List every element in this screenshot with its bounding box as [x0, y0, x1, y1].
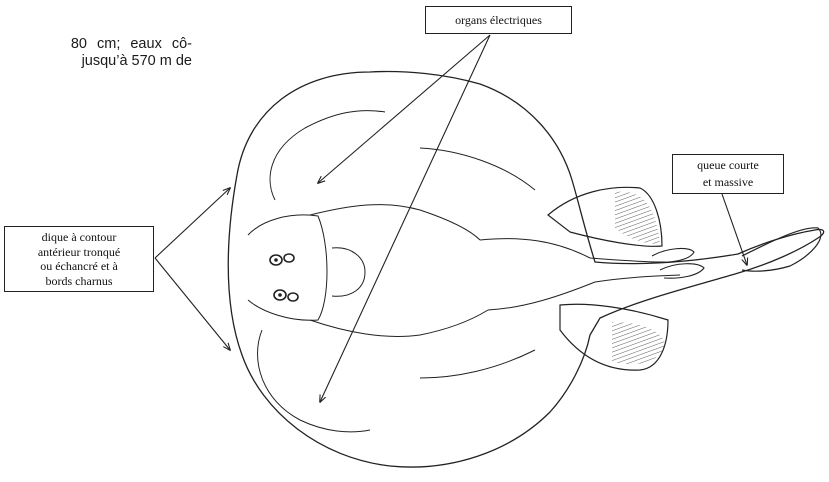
- right-lobe-upper: [420, 148, 535, 190]
- disc-outline: [228, 72, 823, 468]
- pectoral-girdle: [332, 248, 365, 296]
- right-lobe-lower: [420, 350, 535, 378]
- arrow-disc-to-top: [155, 188, 230, 258]
- electric-organ-left: [270, 111, 385, 200]
- head-outline: [248, 215, 327, 320]
- arrow-organs-to-lower: [320, 35, 490, 402]
- eye-upper: [270, 254, 294, 265]
- callout-tail-line-1: queue courte: [673, 157, 783, 174]
- eye-lower: [274, 290, 298, 301]
- callout-disc-line-3: ou échancré et à: [5, 259, 153, 274]
- pelvic-fin-upper-hatch: [615, 192, 660, 244]
- arrow-disc-to-bottom: [155, 258, 230, 350]
- caudal-fin: [742, 228, 821, 271]
- electric-organ-left-lower: [258, 330, 370, 432]
- callout-disc-line-2: antérieur tronqué: [5, 245, 153, 260]
- callout-disc-line-4: bords charnus: [5, 274, 153, 289]
- internal-contour-top: [310, 205, 480, 240]
- callout-electric-organs-text: organs électriques: [426, 7, 571, 33]
- arrow-organs-to-upper: [318, 35, 490, 183]
- callout-electric-organs: organs électriques: [425, 6, 572, 34]
- pelvic-fin-lower-hatch: [612, 322, 665, 364]
- callout-disc: dique à contour antérieur tronqué ou éch…: [4, 226, 154, 292]
- internal-contour-bottom: [310, 310, 488, 337]
- callout-tail: queue courte et massive: [672, 154, 784, 194]
- callout-tail-line-2: et massive: [673, 174, 783, 191]
- callout-disc-line-1: dique à contour: [5, 230, 153, 245]
- body-to-tail-top: [480, 239, 665, 262]
